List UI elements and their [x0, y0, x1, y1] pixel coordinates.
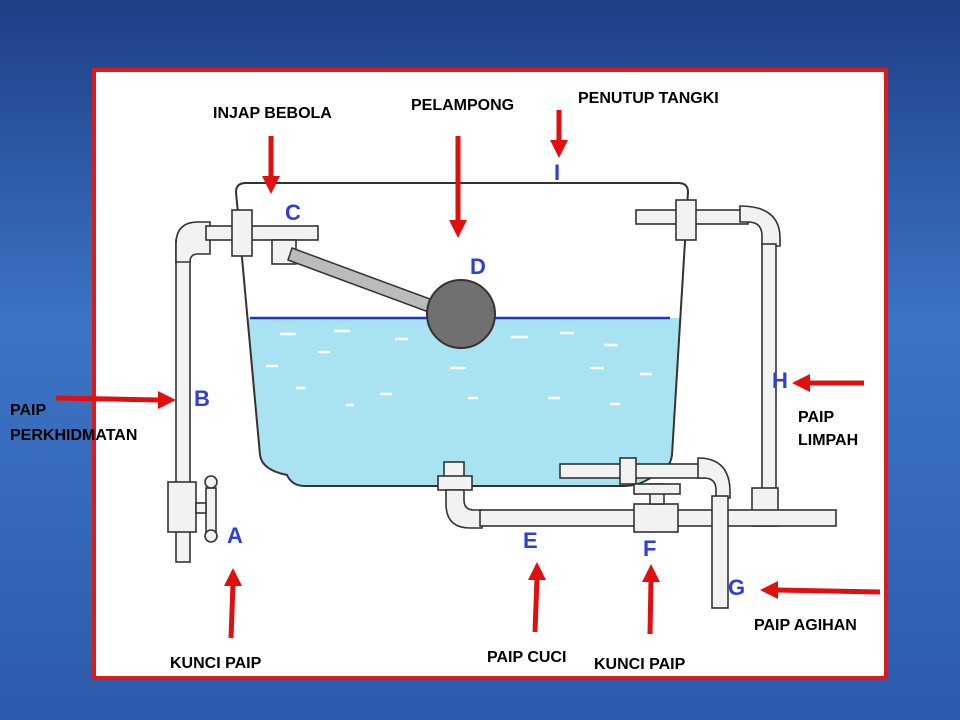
- label-paip-agihan: PAIP AGIHAN: [754, 617, 857, 634]
- label-paip-cuci: PAIP CUCI: [487, 649, 566, 666]
- arrow-paip-cuci: [528, 562, 546, 633]
- arrow-paip-agihan: [760, 581, 881, 599]
- label-kunci-paip-right: KUNCI PAIP: [594, 656, 686, 673]
- letter-e: E: [523, 528, 538, 553]
- arrow-paip-perkhidmatan: [55, 391, 176, 409]
- letter-g: G: [728, 575, 745, 600]
- arrow-kunci-paip-left: [224, 568, 242, 639]
- label-paip-limpah-1: PAIP: [798, 409, 834, 426]
- label-paip-perkhidmatan-1: PAIP: [10, 402, 46, 419]
- label-pelampong: PELAMPONG: [411, 97, 514, 114]
- label-paip-limpah-2: LIMPAH: [798, 432, 858, 449]
- letter-d: D: [470, 254, 486, 279]
- label-kunci-paip-left: KUNCI PAIP: [170, 655, 262, 672]
- arrow-pelampong: [449, 136, 467, 238]
- service-pipe: [175, 209, 319, 563]
- distribution-pipe: [559, 457, 731, 609]
- float-arm: [287, 247, 439, 315]
- arrow-penutup-tangki: [550, 110, 568, 158]
- label-injap-bebola: INJAP BEBOLA: [213, 105, 332, 122]
- water-ripples: [266, 329, 652, 407]
- arrow-paip-limpah: [792, 374, 864, 392]
- letter-h: H: [772, 368, 788, 393]
- float-assembly: [287, 247, 496, 349]
- arrow-injap-bebola: [262, 136, 280, 194]
- label-paip-perkhidmatan-2: PERKHIDMATAN: [10, 427, 137, 444]
- stop-valve-a: [167, 475, 218, 543]
- arrow-kunci-paip-right: [642, 564, 660, 635]
- float-ball: [426, 279, 496, 349]
- letter-f: F: [643, 536, 656, 561]
- overflow-pipe: [635, 199, 781, 527]
- letter-a: A: [227, 523, 243, 548]
- label-penutup-tangki: PENUTUP TANGKI: [578, 90, 719, 107]
- letter-b: B: [194, 386, 210, 411]
- letter-c: C: [285, 200, 301, 225]
- letter-i: I: [554, 160, 560, 185]
